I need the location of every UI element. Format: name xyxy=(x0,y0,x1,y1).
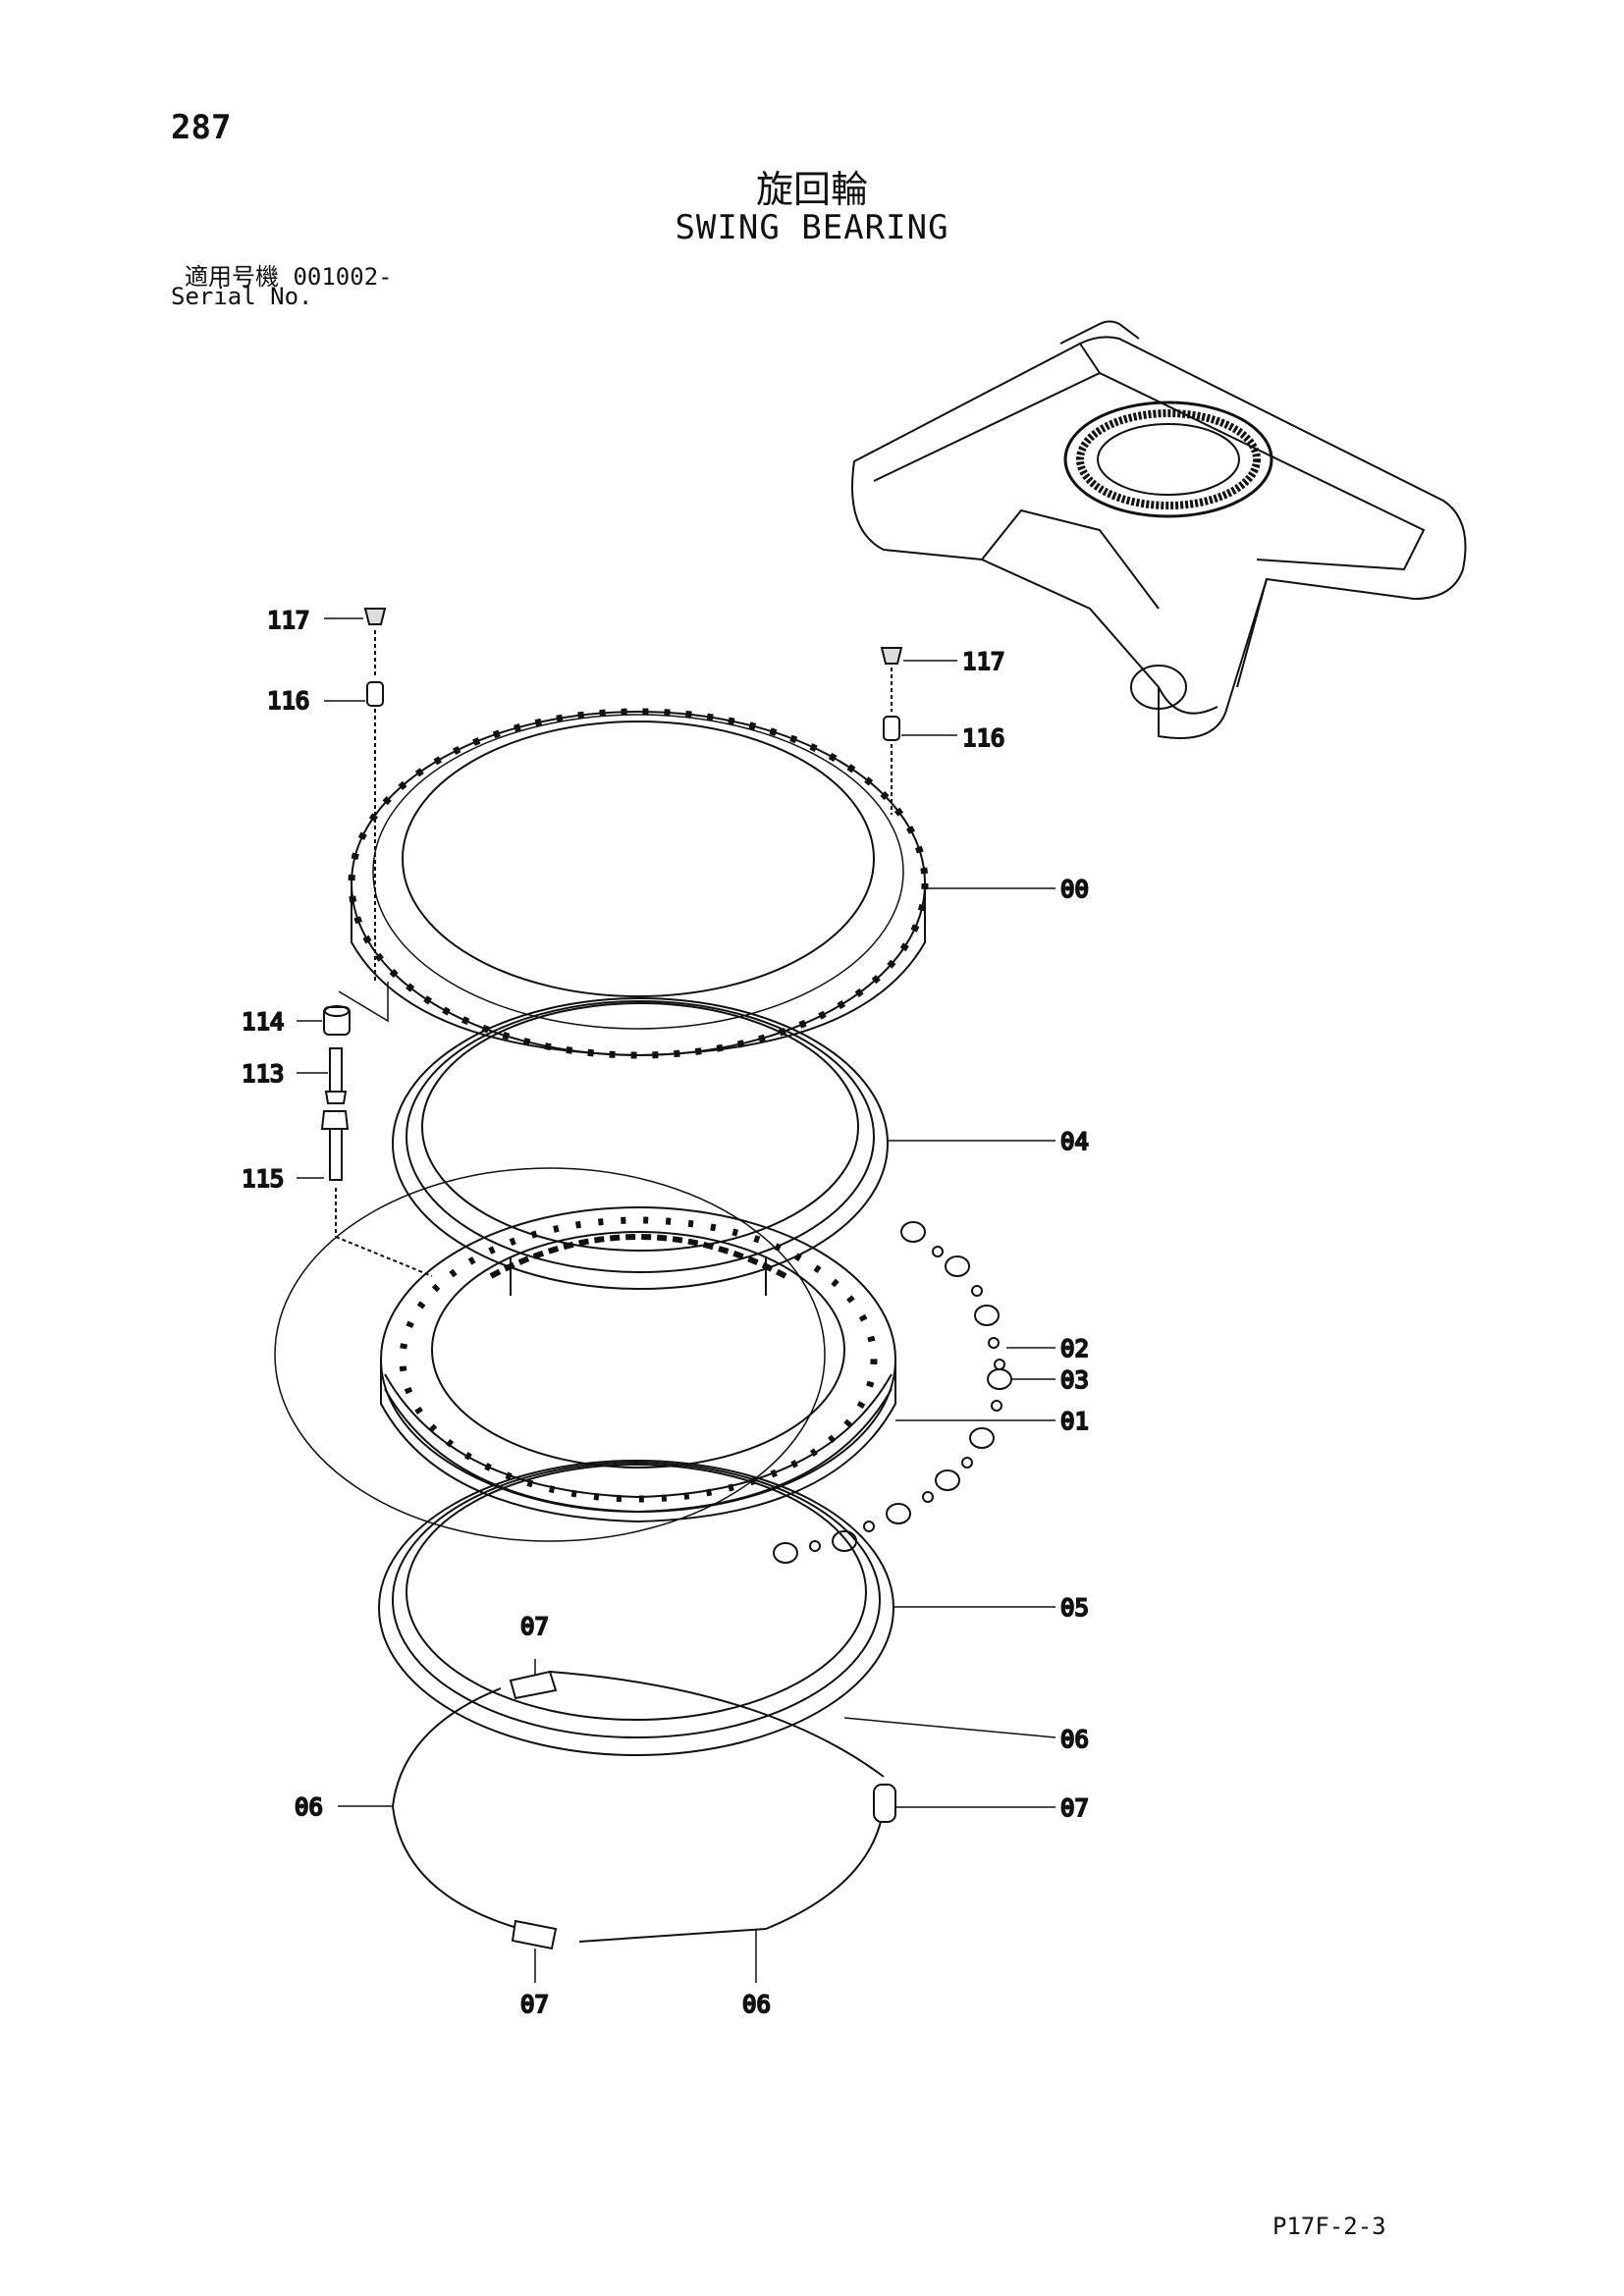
title-japanese: 旋回輪 xyxy=(755,168,868,211)
callout-06-left: 06 xyxy=(295,1793,323,1821)
serial-range: 001002- xyxy=(293,263,393,291)
bolt-115 xyxy=(320,1110,433,1277)
callout-05: 05 xyxy=(1060,1594,1089,1622)
leader-lines xyxy=(297,617,1056,1983)
callout-07-right: 07 xyxy=(1060,1794,1089,1822)
callout-02: 02 xyxy=(1060,1335,1089,1362)
grease-plug-cap-left xyxy=(363,608,387,677)
inner-ring-01 xyxy=(380,1206,896,1523)
seal-05 xyxy=(378,1460,894,1756)
callout-117-left: 117 xyxy=(267,607,309,634)
seal-04 xyxy=(392,997,889,1290)
title-english: SWING BEARING xyxy=(675,208,949,247)
grease-fitting-right xyxy=(883,716,900,815)
washer-114 xyxy=(323,1005,351,1036)
callout-01: 01 xyxy=(1060,1408,1089,1435)
callout-03: 03 xyxy=(1060,1366,1089,1394)
assembly-outline xyxy=(274,1167,826,1542)
callout-116-left: 116 xyxy=(267,687,309,715)
callout-115: 115 xyxy=(242,1165,284,1193)
plug-07-right xyxy=(873,1784,896,1823)
callout-07-bottom: 07 xyxy=(520,1991,549,2018)
callout-117-right: 117 xyxy=(962,648,1004,675)
retaining-ring-06 xyxy=(391,1671,885,1943)
plug-07-bottom xyxy=(511,1919,558,1950)
callout-07-top: 07 xyxy=(520,1613,549,1640)
page-number: 287 xyxy=(171,108,232,147)
callout-04: 04 xyxy=(1060,1128,1089,1155)
callout-114: 114 xyxy=(242,1008,284,1036)
undercarriage-frame-illustration xyxy=(851,320,1467,739)
callout-06-bottom: 06 xyxy=(742,1991,771,2018)
serial-applicable-label: 適用号機 001002- xyxy=(185,257,393,292)
outer-ring-00 xyxy=(348,708,929,1059)
balls-and-spacers xyxy=(773,1221,1012,1564)
serial-jp-label: 適用号機 xyxy=(185,263,279,291)
callout-06-right: 06 xyxy=(1060,1726,1089,1753)
callout-113: 113 xyxy=(242,1060,284,1088)
grease-fitting-left xyxy=(366,681,384,982)
callout-116-right: 116 xyxy=(962,724,1004,752)
serial-number-label: Serial No. xyxy=(171,283,313,310)
plug-07-top xyxy=(509,1670,558,1700)
bolt-113 xyxy=(324,1047,348,1104)
grease-plug-cap-right xyxy=(880,647,903,712)
callout-00: 00 xyxy=(1060,876,1089,903)
drawing-code: P17F-2-3 xyxy=(1272,2213,1386,2240)
